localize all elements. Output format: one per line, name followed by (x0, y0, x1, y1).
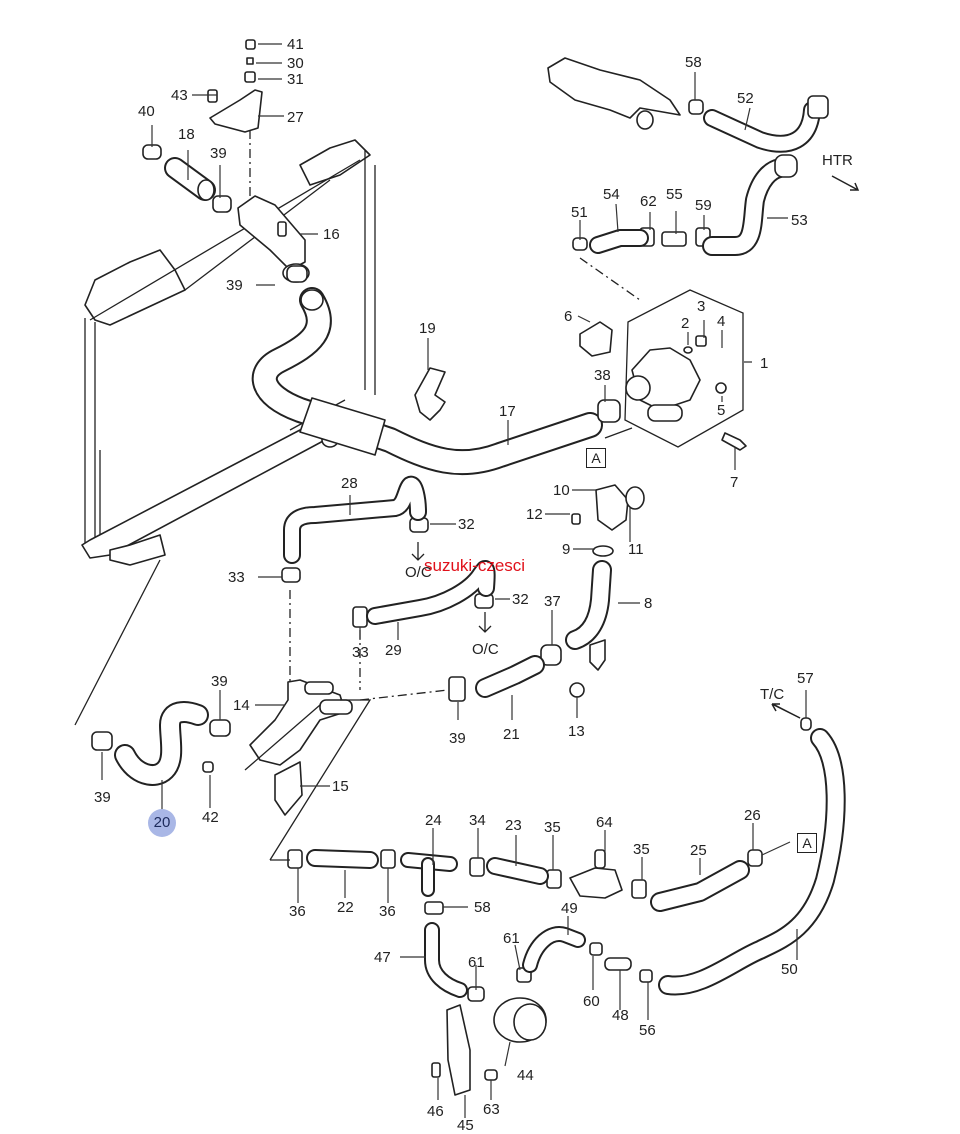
heater-hoses (547, 57, 829, 301)
callout-32-b[interactable]: 32 (512, 591, 529, 608)
callout-39-mid[interactable]: 39 (449, 730, 466, 747)
callout-13[interactable]: 13 (568, 723, 585, 740)
callout-33-a[interactable]: 33 (228, 569, 245, 586)
callout-55[interactable]: 55 (666, 186, 683, 203)
callout-5[interactable]: 5 (717, 402, 726, 419)
callout-50[interactable]: 50 (781, 961, 798, 978)
callout-15[interactable]: 15 (332, 778, 349, 795)
callout-39-top[interactable]: 39 (210, 145, 227, 162)
callout-47[interactable]: 47 (374, 949, 391, 966)
callout-36-a[interactable]: 36 (289, 903, 306, 920)
callout-42[interactable]: 42 (202, 809, 219, 826)
callout-49[interactable]: 49 (561, 900, 578, 917)
callout-36-b[interactable]: 36 (379, 903, 396, 920)
callout-46[interactable]: 46 (427, 1103, 444, 1120)
callout-10[interactable]: 10 (553, 482, 570, 499)
callout-30[interactable]: 30 (287, 55, 304, 72)
callout-17[interactable]: 17 (499, 403, 516, 420)
bracket-19 (414, 367, 446, 421)
callout-37[interactable]: 37 (544, 593, 561, 610)
destination-htr: HTR (822, 152, 853, 169)
callout-23[interactable]: 23 (505, 817, 522, 834)
callout-48[interactable]: 48 (612, 1007, 629, 1024)
pipe-8 (565, 484, 645, 698)
callout-12[interactable]: 12 (526, 506, 543, 523)
lower-hose-assembly (270, 849, 750, 912)
callout-32-a[interactable]: 32 (458, 516, 475, 533)
destination-oc-lower: O/C (472, 641, 499, 658)
callout-21[interactable]: 21 (503, 726, 520, 743)
callout-24[interactable]: 24 (425, 812, 442, 829)
callout-44[interactable]: 44 (517, 1067, 534, 1084)
callout-26[interactable]: 26 (744, 807, 761, 824)
callout-14[interactable]: 14 (233, 697, 250, 714)
callout-64[interactable]: 64 (596, 814, 613, 831)
hose-17 (251, 287, 603, 476)
hose-21 (359, 655, 545, 701)
callout-39-left[interactable]: 39 (211, 673, 228, 690)
callout-58-top[interactable]: 58 (685, 54, 702, 71)
callout-18[interactable]: 18 (178, 126, 195, 143)
callout-38[interactable]: 38 (594, 367, 611, 384)
callout-61-b[interactable]: 61 (468, 954, 485, 971)
callout-63[interactable]: 63 (483, 1101, 500, 1118)
callout-56[interactable]: 56 (639, 1022, 656, 1039)
watermark: suzuki-czesci (424, 556, 526, 575)
callout-57[interactable]: 57 (797, 670, 814, 687)
callout-60[interactable]: 60 (583, 993, 600, 1010)
radiator (81, 139, 376, 566)
callout-16[interactable]: 16 (323, 226, 340, 243)
callout-28[interactable]: 28 (341, 475, 358, 492)
callout-25[interactable]: 25 (690, 842, 707, 859)
callout-40[interactable]: 40 (138, 103, 155, 120)
callout-29[interactable]: 29 (385, 642, 402, 659)
callout-6[interactable]: 6 (564, 308, 573, 325)
callout-19[interactable]: 19 (419, 320, 436, 337)
callout-35-a[interactable]: 35 (544, 819, 561, 836)
callout-39-lower-left[interactable]: 39 (94, 789, 111, 806)
callout-41[interactable]: 41 (287, 36, 304, 53)
callout-61-a[interactable]: 61 (503, 930, 520, 947)
callout-53[interactable]: 53 (791, 212, 808, 229)
callout-35-b[interactable]: 35 (633, 841, 650, 858)
callout-54[interactable]: 54 (603, 186, 620, 203)
callout-43[interactable]: 43 (171, 87, 188, 104)
callout-2[interactable]: 2 (681, 315, 690, 332)
callout-11[interactable]: 11 (628, 541, 644, 558)
callout-7[interactable]: 7 (730, 474, 739, 491)
callout-51[interactable]: 51 (571, 204, 588, 221)
callout-22[interactable]: 22 (337, 899, 354, 916)
hose-18 (164, 157, 216, 201)
destination-oc-upper: O/C (405, 564, 432, 581)
bracket-27 (207, 39, 263, 200)
callout-20-highlighted[interactable]: 20 (148, 809, 176, 837)
callout-34[interactable]: 34 (469, 812, 486, 829)
hose-28 (283, 475, 427, 564)
callout-8[interactable]: 8 (644, 595, 653, 612)
callout-27[interactable]: 27 (287, 109, 304, 126)
reference-a-lower[interactable]: A (797, 833, 817, 853)
callout-52[interactable]: 52 (737, 90, 754, 107)
callout-45[interactable]: 45 (457, 1117, 474, 1134)
callout-31[interactable]: 31 (287, 71, 304, 88)
destination-tc: T/C (760, 686, 785, 703)
callout-4[interactable]: 4 (717, 313, 726, 330)
reference-a-upper[interactable]: A (586, 448, 606, 468)
callout-3[interactable]: 3 (697, 298, 706, 315)
callout-39-radiator[interactable]: 39 (226, 277, 243, 294)
callout-59[interactable]: 59 (695, 197, 712, 214)
callout-33-b[interactable]: 33 (352, 644, 369, 661)
arrow-htr-icon (831, 175, 860, 191)
callout-58-bottom[interactable]: 58 (474, 899, 491, 916)
callout-62[interactable]: 62 (640, 193, 657, 210)
callout-9[interactable]: 9 (562, 541, 571, 558)
callout-1[interactable]: 1 (760, 355, 769, 372)
arrow-tc-icon (771, 703, 801, 719)
